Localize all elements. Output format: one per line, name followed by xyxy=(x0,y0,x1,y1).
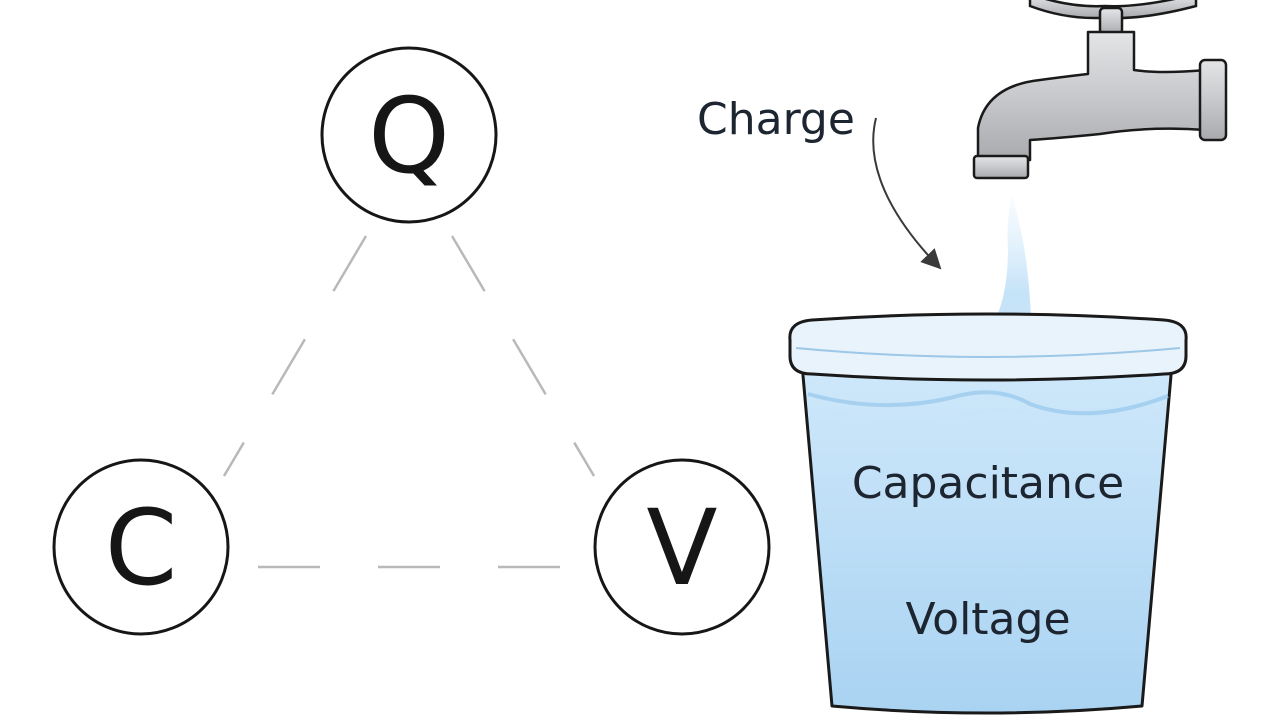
arrow-icon xyxy=(872,117,942,270)
node-c-letter: C xyxy=(105,487,178,609)
charge-label: Charge xyxy=(697,94,855,145)
node-q: Q xyxy=(320,46,498,224)
faucet-icon xyxy=(972,0,1228,180)
node-v: V xyxy=(593,458,771,636)
node-q-letter: Q xyxy=(368,75,450,197)
triangle-edges xyxy=(222,235,596,569)
bucket-icon xyxy=(788,312,1188,715)
node-c: C xyxy=(52,458,230,636)
capacitance-label: Capacitance xyxy=(852,458,1124,509)
edge-q-c xyxy=(222,235,368,477)
voltage-label: Voltage xyxy=(905,594,1070,645)
node-v-letter: V xyxy=(646,487,717,609)
edge-q-v xyxy=(450,235,596,477)
